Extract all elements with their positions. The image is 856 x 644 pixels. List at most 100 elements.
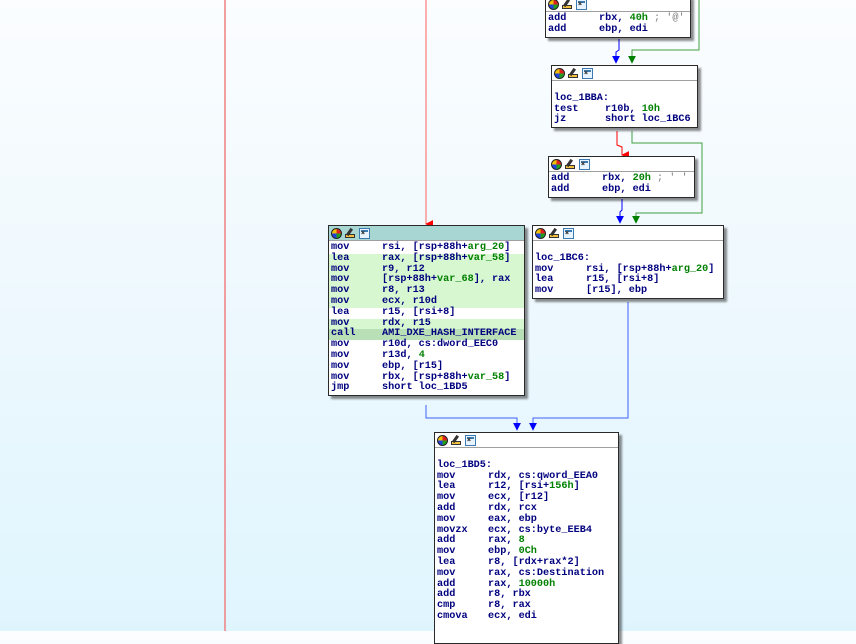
color-icon[interactable]: [551, 158, 562, 170]
block-header[interactable]: [329, 226, 524, 241]
operand: r13d,: [382, 349, 419, 361]
mnemonic: lea: [437, 556, 456, 568]
color-icon[interactable]: [437, 434, 448, 446]
operand: rsi, [rsp+88h+: [382, 242, 468, 253]
operand-value: 40h: [629, 13, 648, 24]
mnemonic: add: [551, 173, 570, 184]
color-icon[interactable]: [331, 227, 342, 239]
operand: eax, ebp: [488, 513, 537, 525]
color-icon[interactable]: [548, 0, 559, 10]
color-icon[interactable]: [535, 227, 546, 239]
rename-icon[interactable]: [568, 68, 579, 79]
rename-icon[interactable]: [562, 0, 573, 10]
mnemonic: movzx: [437, 524, 468, 536]
block-header[interactable]: [546, 0, 690, 12]
mnemonic: call: [331, 328, 356, 340]
graph-icon[interactable]: [576, 0, 587, 10]
mnemonic: mov: [437, 546, 456, 558]
rename-icon[interactable]: [345, 228, 356, 239]
mnemonic: mov: [331, 295, 350, 307]
operand: ]: [504, 252, 511, 264]
mnemonic: cmova: [437, 610, 468, 622]
block-label[interactable]: loc_1BC6:: [535, 252, 591, 264]
instruction-line[interactable]: mov[r15], ebp: [533, 285, 723, 297]
mnemonic: mov: [331, 242, 350, 253]
block-header[interactable]: [533, 226, 723, 241]
mnemonic: add: [548, 13, 567, 24]
mnemonic: jmp: [331, 382, 350, 394]
mnemonic: mov: [331, 371, 350, 383]
mnemonic: mov: [331, 349, 350, 361]
instruction-line[interactable]: mov[rsp+88h+var_68], rax: [329, 274, 524, 287]
instruction-line[interactable]: mov ecx, r10d: [329, 295, 524, 308]
rename-icon[interactable]: [451, 435, 462, 446]
graph-icon[interactable]: [582, 67, 593, 79]
graph-icon[interactable]: [465, 434, 476, 446]
rename-icon[interactable]: [565, 159, 576, 170]
block-header[interactable]: [549, 157, 694, 172]
operand: ecx, r10d: [382, 295, 438, 307]
instruction-line[interactable]: mov r13d, 4: [329, 349, 524, 362]
block-header[interactable]: [552, 66, 697, 81]
block-label[interactable]: loc_1BBA:: [554, 92, 610, 104]
comment: ; ' ': [650, 173, 688, 184]
rename-icon[interactable]: [549, 228, 560, 239]
comment: ; '@': [647, 13, 685, 24]
block-header[interactable]: [435, 433, 618, 448]
graph-icon[interactable]: [359, 227, 370, 239]
operand: r10b,: [605, 103, 642, 115]
operand-value: 4: [418, 349, 425, 361]
operand: ebp,: [488, 546, 519, 558]
operand: rbx, [rsp+88h+: [382, 371, 468, 383]
mnemonic: mov: [331, 274, 350, 286]
graph-icon[interactable]: [563, 227, 574, 239]
mnemonic: mov: [331, 263, 350, 275]
graph-icon[interactable]: [579, 158, 590, 170]
color-icon[interactable]: [554, 67, 565, 79]
block-label[interactable]: loc_1BD5:: [437, 459, 493, 471]
mnemonic: add: [437, 535, 456, 547]
operand-value: var_58: [467, 252, 505, 264]
